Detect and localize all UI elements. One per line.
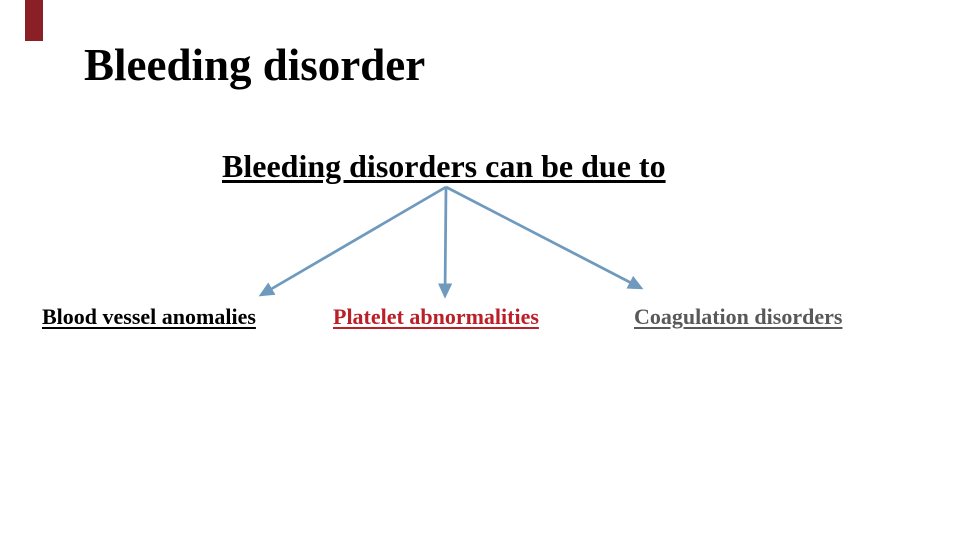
slide-accent-bar — [25, 0, 43, 41]
slide-title: Bleeding disorder — [84, 40, 426, 90]
branch-label-blood-vessel-anomalies: Blood vessel anomalies — [42, 304, 256, 329]
slide-heading: Bleeding disorders can be due to — [222, 148, 666, 184]
arrow-middle-icon — [437, 186, 453, 299]
arrow-left-icon — [258, 185, 447, 297]
arrow-right-icon — [445, 185, 644, 290]
branch-label-platelet-abnormalities: Platelet abnormalities — [333, 304, 539, 329]
branch-label-coagulation-disorders: Coagulation disorders — [634, 304, 843, 329]
